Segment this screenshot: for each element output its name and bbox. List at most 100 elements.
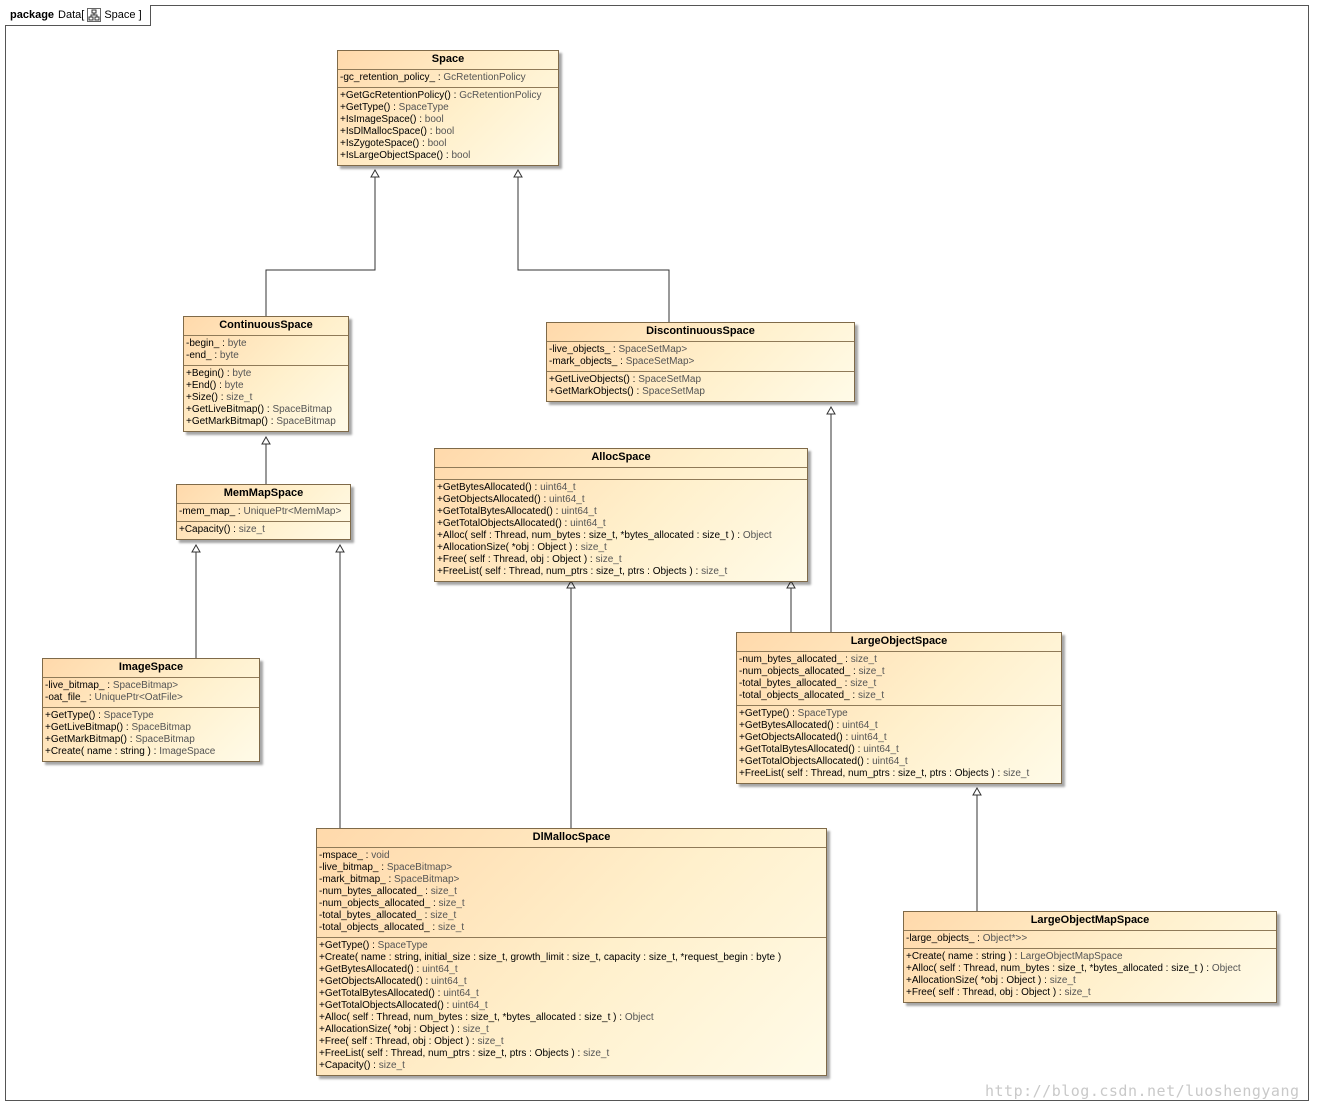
arrowhead-discontinuous xyxy=(826,405,836,415)
attribute-row: -mspace_ : void xyxy=(319,850,390,861)
operations-compartment: +Begin() : byte+End() : byte+Size() : si… xyxy=(184,366,348,431)
type-name: size_t xyxy=(583,1048,610,1059)
class-name: DiscontinuousSpace xyxy=(547,323,854,342)
operation-signature: +Alloc( self : Thread, num_bytes : size_… xyxy=(437,530,735,541)
operation-signature: +Free( self : Thread, obj : Object ) xyxy=(319,1036,470,1047)
type-name: size_t xyxy=(701,566,728,577)
operation-signature: +GetMarkBitmap() xyxy=(186,416,268,427)
operation-signature: +Free( self : Thread, obj : Object ) xyxy=(437,554,588,565)
type-name: size_t xyxy=(462,1024,489,1035)
attributes-compartment xyxy=(435,468,807,480)
operation-signature: +End() xyxy=(186,380,217,391)
package-frame xyxy=(5,5,1309,1101)
type-name: uint64_t xyxy=(561,506,597,517)
class-discontinuous-space[interactable]: DiscontinuousSpace-live_objects_ : Space… xyxy=(546,322,855,402)
operations-compartment: +GetType() : SpaceType+Create( name : st… xyxy=(317,938,826,1075)
edge-discontinuous-to-space xyxy=(517,177,670,322)
operation-row: +GetGcRetentionPolicy() : GcRetentionPol… xyxy=(340,90,542,101)
operation-row: +GetObjectsAllocated() : uint64_t xyxy=(739,732,887,743)
class-memmap-space[interactable]: MemMapSpace-mem_map_ : UniquePtr<MemMap>… xyxy=(176,484,351,540)
attribute-row: -begin_ : byte xyxy=(186,338,247,349)
class-alloc-space[interactable]: AllocSpace+GetBytesAllocated() : uint64_… xyxy=(434,448,808,582)
attributes-compartment: -live_objects_ : SpaceSetMap>-mark_objec… xyxy=(547,342,854,372)
class-dlmalloc-space[interactable]: DlMallocSpace-mspace_ : void-live_bitmap… xyxy=(316,828,827,1076)
type-name: SpaceType xyxy=(103,710,154,721)
type-name: byte xyxy=(227,338,247,349)
class-name: LargeObjectMapSpace xyxy=(904,912,1276,931)
operation-row: +Free( self : Thread, obj : Object ) : s… xyxy=(437,554,622,565)
operation-row: +GetMarkBitmap() : SpaceBitmap xyxy=(186,416,336,427)
arrowhead-space-right xyxy=(513,168,523,178)
arrowhead-alloc-left xyxy=(566,579,576,589)
operations-compartment: +Capacity() : size_t xyxy=(177,522,350,539)
attribute-name: -mark_bitmap_ xyxy=(319,874,386,885)
class-large-object-space[interactable]: LargeObjectSpace-num_bytes_allocated_ : … xyxy=(736,632,1062,784)
operation-signature: +Create( name : string ) xyxy=(906,951,1012,962)
attribute-name: -mark_objects_ xyxy=(549,356,618,367)
attribute-row: -large_objects_ : Object*>> xyxy=(906,933,1028,944)
type-name: UniquePtr<MemMap> xyxy=(243,506,342,517)
operation-row: +Alloc( self : Thread, num_bytes : size_… xyxy=(437,530,772,541)
attribute-name: -total_objects_allocated_ xyxy=(739,690,850,701)
type-name: SpaceBitmap xyxy=(131,722,191,733)
operation-signature: +FreeList( self : Thread, num_ptrs : siz… xyxy=(319,1048,575,1059)
type-name: size_t xyxy=(850,678,877,689)
type-name: size_t xyxy=(1003,768,1030,779)
type-name: SpaceSetMap xyxy=(642,386,705,397)
type-name: size_t xyxy=(858,666,885,677)
class-large-object-map-space[interactable]: LargeObjectMapSpace -large_objects_ : Obj… xyxy=(903,911,1277,1003)
attribute-row: -num_objects_allocated_ : size_t xyxy=(739,666,885,677)
type-name: bool xyxy=(427,138,447,149)
type-name: uint64_t xyxy=(443,988,479,999)
attributes-compartment: -gc_retention_policy_ : GcRetentionPolic… xyxy=(338,70,558,88)
operation-row: +Free( self : Thread, obj : Object ) : s… xyxy=(319,1036,504,1047)
operation-signature: +Alloc( self : Thread, num_bytes : size_… xyxy=(319,1012,617,1023)
type-name: size_t xyxy=(850,654,877,665)
operation-row: +GetBytesAllocated() : uint64_t xyxy=(319,964,458,975)
type-name: ImageSpace xyxy=(159,746,216,757)
arrowhead-continuous xyxy=(261,435,271,445)
class-space[interactable]: Space-gc_retention_policy_ : GcRetention… xyxy=(337,50,559,166)
operation-row: +GetTotalObjectsAllocated() : uint64_t xyxy=(319,1000,488,1011)
operation-signature: +IsImageSpace() xyxy=(340,114,417,125)
type-name: SpaceSetMap> xyxy=(625,356,695,367)
attribute-name: -gc_retention_policy_ xyxy=(340,72,436,83)
operation-signature: +GetMarkObjects() xyxy=(549,386,634,397)
attribute-row: -total_objects_allocated_ : size_t xyxy=(739,690,885,701)
attribute-name: -total_objects_allocated_ xyxy=(319,922,430,933)
type-name: size_t xyxy=(1049,975,1076,986)
class-image-space[interactable]: ImageSpace-live_bitmap_ : SpaceBitmap>-o… xyxy=(42,658,260,762)
operation-row: +GetBytesAllocated() : uint64_t xyxy=(437,482,576,493)
operation-row: +AllocationSize( *obj : Object ) : size_… xyxy=(437,542,607,553)
operation-signature: +Capacity() xyxy=(179,524,231,535)
operation-row: +Capacity() : size_t xyxy=(179,524,265,535)
operation-row: +Create( name : string, initial_size : s… xyxy=(319,952,824,964)
type-name: uint64_t xyxy=(452,1000,488,1011)
operation-signature: +GetTotalBytesAllocated() xyxy=(739,744,855,755)
type-name: size_t xyxy=(580,542,607,553)
type-name: Object xyxy=(1211,963,1241,974)
diagram-name: Space xyxy=(104,9,136,21)
operation-signature: +GetObjectsAllocated() xyxy=(739,732,843,743)
operation-signature: +GetTotalObjectsAllocated() xyxy=(739,756,864,767)
type-name: byte xyxy=(224,380,244,391)
operation-signature: +AllocationSize( *obj : Object ) xyxy=(319,1024,455,1035)
operation-row: +Alloc( self : Thread, num_bytes : size_… xyxy=(906,963,1241,974)
operation-signature: +Create( name : string ) xyxy=(45,746,151,757)
type-name: size_t xyxy=(595,554,622,565)
type-name: SpaceBitmap xyxy=(272,404,332,415)
class-continuous-space[interactable]: ContinuousSpace-begin_ : byte-end_ : byt… xyxy=(183,316,349,432)
operation-row: +FreeList( self : Thread, num_ptrs : siz… xyxy=(319,1048,610,1059)
operation-signature: +GetType() xyxy=(45,710,96,721)
attribute-name: -begin_ xyxy=(186,338,220,349)
type-name: Object*>> xyxy=(982,933,1028,944)
operation-signature: +Size() xyxy=(186,392,218,403)
type-name: uint64_t xyxy=(851,732,887,743)
operation-row: +Create( name : string ) : ImageSpace xyxy=(45,746,216,757)
operation-row: +GetBytesAllocated() : uint64_t xyxy=(739,720,878,731)
class-name: Space xyxy=(338,51,558,70)
type-name: size_t xyxy=(430,910,457,921)
operation-signature: +GetTotalObjectsAllocated() xyxy=(319,1000,444,1011)
class-name: ImageSpace xyxy=(43,659,259,678)
